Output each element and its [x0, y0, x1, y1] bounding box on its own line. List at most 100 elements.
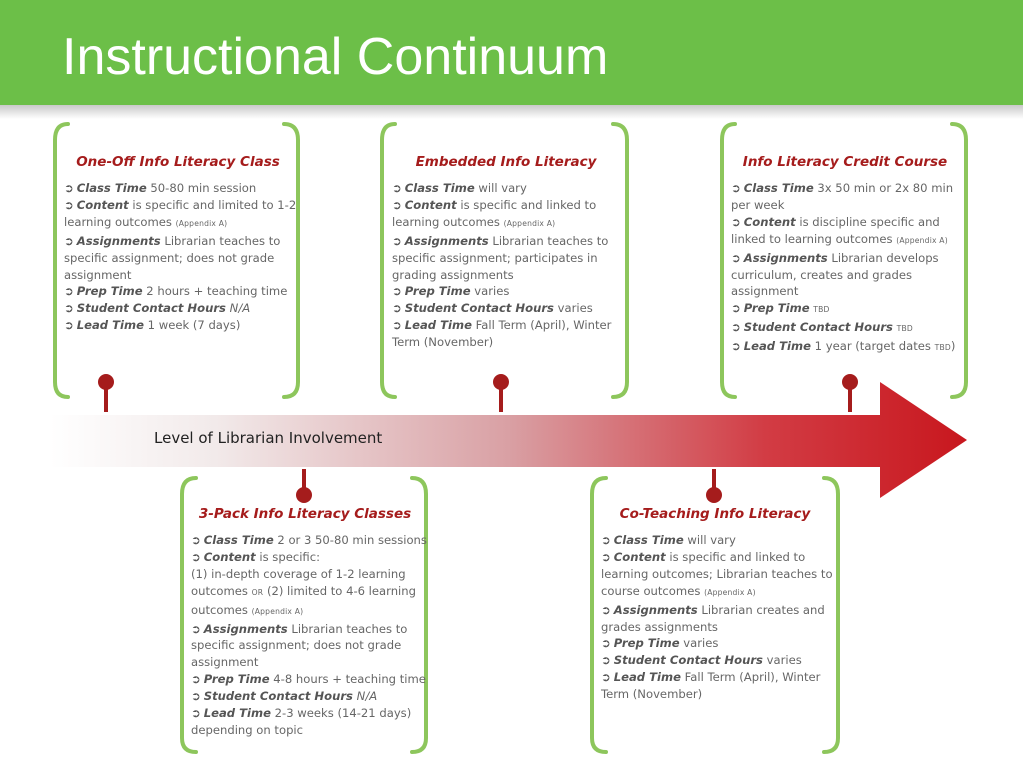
field-label: Class Time: [613, 533, 684, 547]
field-text: (Appendix A): [175, 218, 228, 228]
field-text: course outcomes: [601, 583, 705, 598]
field-text: is specific and limited to 1-2: [128, 197, 297, 212]
bullet-arrow-icon: ➲: [64, 233, 74, 248]
pin-1-stem: [104, 386, 108, 412]
bullet-arrow-icon: ➲: [191, 533, 201, 547]
card-line: ➲Assignments Librarian teaches to: [191, 621, 419, 638]
bullet-arrow-icon: ➲: [64, 318, 74, 333]
field-text: specific assignment; participates in: [392, 250, 598, 265]
card-line: outcomes OR (2) limited to 4-6 learning: [191, 583, 419, 602]
field-label: Prep Time: [613, 636, 680, 651]
bullet-arrow-icon: ➲: [191, 621, 201, 636]
title-bar: [0, 0, 1023, 105]
field-label: Content: [743, 214, 796, 229]
field-text: 4-8 hours + teaching time: [269, 672, 426, 687]
field-text: 1 year (target dates: [810, 339, 935, 354]
bullet-arrow-icon: ➲: [601, 533, 611, 547]
card-line: ➲Lead Time 1 year (target dates TBD): [731, 338, 959, 357]
field-label: Lead Time: [76, 318, 144, 333]
field-text: ): [950, 339, 956, 354]
card-title: Embedded Info Literacy: [415, 154, 597, 170]
pin-1-head: [98, 374, 114, 390]
card-line: ➲Assignments Librarian creates and: [601, 602, 829, 619]
bullet-arrow-icon: ➲: [64, 284, 74, 299]
field-text: specific assignment; does not grade: [64, 250, 275, 265]
field-text: N/A: [229, 301, 251, 316]
card-line: ➲Prep Time 4-8 hours + teaching time: [191, 671, 426, 688]
field-text: Librarian teaches to: [488, 233, 609, 248]
bullet-arrow-icon: ➲: [601, 670, 611, 685]
card-line: ➲Class Time 3x 50 min or 2x 80 min: [731, 180, 959, 197]
field-text: Librarian teaches to: [160, 233, 281, 248]
card-line: grading assignments: [392, 267, 620, 284]
card-line: ➲Prep Time 2 hours + teaching time: [64, 283, 292, 300]
card-line: depending on topic: [191, 722, 419, 739]
field-text: per week: [731, 197, 785, 212]
card-3-pack: 3-Pack Info Literacy Classes ➲Class Time…: [191, 506, 427, 739]
card-line: Term (November): [392, 334, 620, 351]
field-label: Assignments: [404, 233, 489, 248]
card-body: ➲Class Time 2 or 3 50-80 min sessions➲Co…: [191, 532, 427, 739]
field-label: Content: [76, 197, 129, 212]
card-line: learning outcomes (Appendix A): [64, 214, 292, 233]
card-line: ➲Class Time 2 or 3 50-80 min sessions: [191, 532, 427, 549]
bullet-arrow-icon: ➲: [601, 549, 611, 564]
field-text: varies: [762, 653, 802, 668]
card-embedded: Embedded Info Literacy ➲Class Time will …: [392, 154, 620, 351]
field-label: Class Time: [743, 181, 814, 195]
card-line: ➲Content is specific and linked to: [601, 549, 829, 566]
field-label: Student Contact Hours: [203, 689, 353, 704]
card-line: Term (November): [601, 686, 829, 703]
card-line: ➲Assignments Librarian teaches to: [392, 233, 620, 250]
bullet-arrow-icon: ➲: [392, 181, 402, 195]
card-line: linked to learning outcomes (Appendix A): [731, 231, 959, 250]
card-line: grades assignments: [601, 619, 829, 636]
field-label: Lead Time: [404, 318, 472, 333]
bullet-arrow-icon: ➲: [731, 320, 741, 335]
card-credit-course: Info Literacy Credit Course ➲Class Time …: [731, 154, 959, 357]
card-line: (1) in-depth coverage of 1-2 learning: [191, 566, 419, 583]
card-line: ➲Student Contact Hours varies: [392, 300, 620, 317]
card-line: learning outcomes; Librarian teaches to: [601, 566, 833, 583]
card-2-left-bracket: [380, 122, 397, 399]
card-line: per week: [731, 197, 959, 214]
field-text: (Appendix A): [503, 218, 556, 228]
bullet-arrow-icon: ➲: [392, 197, 402, 212]
bullet-arrow-icon: ➲: [64, 197, 74, 212]
field-text: grading assignments: [392, 267, 514, 282]
field-label: Prep Time: [404, 284, 471, 299]
field-label: Lead Time: [613, 670, 681, 685]
field-label: Class Time: [404, 181, 475, 195]
card-line: assignment: [731, 283, 959, 300]
card-3-left-bracket: [720, 122, 737, 399]
card-5-right-bracket: [822, 476, 840, 754]
card-3-right-bracket: [950, 122, 968, 399]
card-line: specific assignment; does not grade: [64, 250, 292, 267]
field-text: outcomes: [191, 602, 252, 617]
field-label: Class Time: [203, 533, 274, 547]
card-5-left-bracket: [590, 476, 608, 754]
field-label: Prep Time: [203, 672, 270, 687]
card-line: specific assignment; does not grade: [191, 637, 419, 654]
pin-3-stem: [848, 386, 852, 412]
card-line: ➲Content is specific and linked to: [392, 197, 620, 214]
card-line: ➲Lead Time Fall Term (April), Winter: [601, 669, 829, 686]
field-text: varies: [470, 284, 510, 299]
pin-2-head: [493, 374, 509, 390]
bullet-arrow-icon: ➲: [731, 214, 741, 229]
field-text: OR: [251, 587, 264, 597]
field-text: N/A: [356, 689, 378, 704]
field-text: TBD: [934, 343, 951, 353]
card-line: ➲Assignments Librarian develops: [731, 250, 959, 267]
pin-4-stem: [302, 469, 306, 495]
field-label: Assignments: [203, 621, 288, 636]
field-text: varies: [679, 636, 719, 651]
card-line: curriculum, creates and grades: [731, 267, 959, 284]
field-text: Librarian develops: [827, 250, 939, 265]
card-line: course outcomes (Appendix A): [601, 583, 829, 602]
card-title: Co-Teaching Info Literacy: [619, 506, 811, 522]
field-label: Lead Time: [203, 706, 271, 721]
card-title: Info Literacy Credit Course: [742, 154, 948, 170]
field-label: Content: [203, 549, 256, 564]
